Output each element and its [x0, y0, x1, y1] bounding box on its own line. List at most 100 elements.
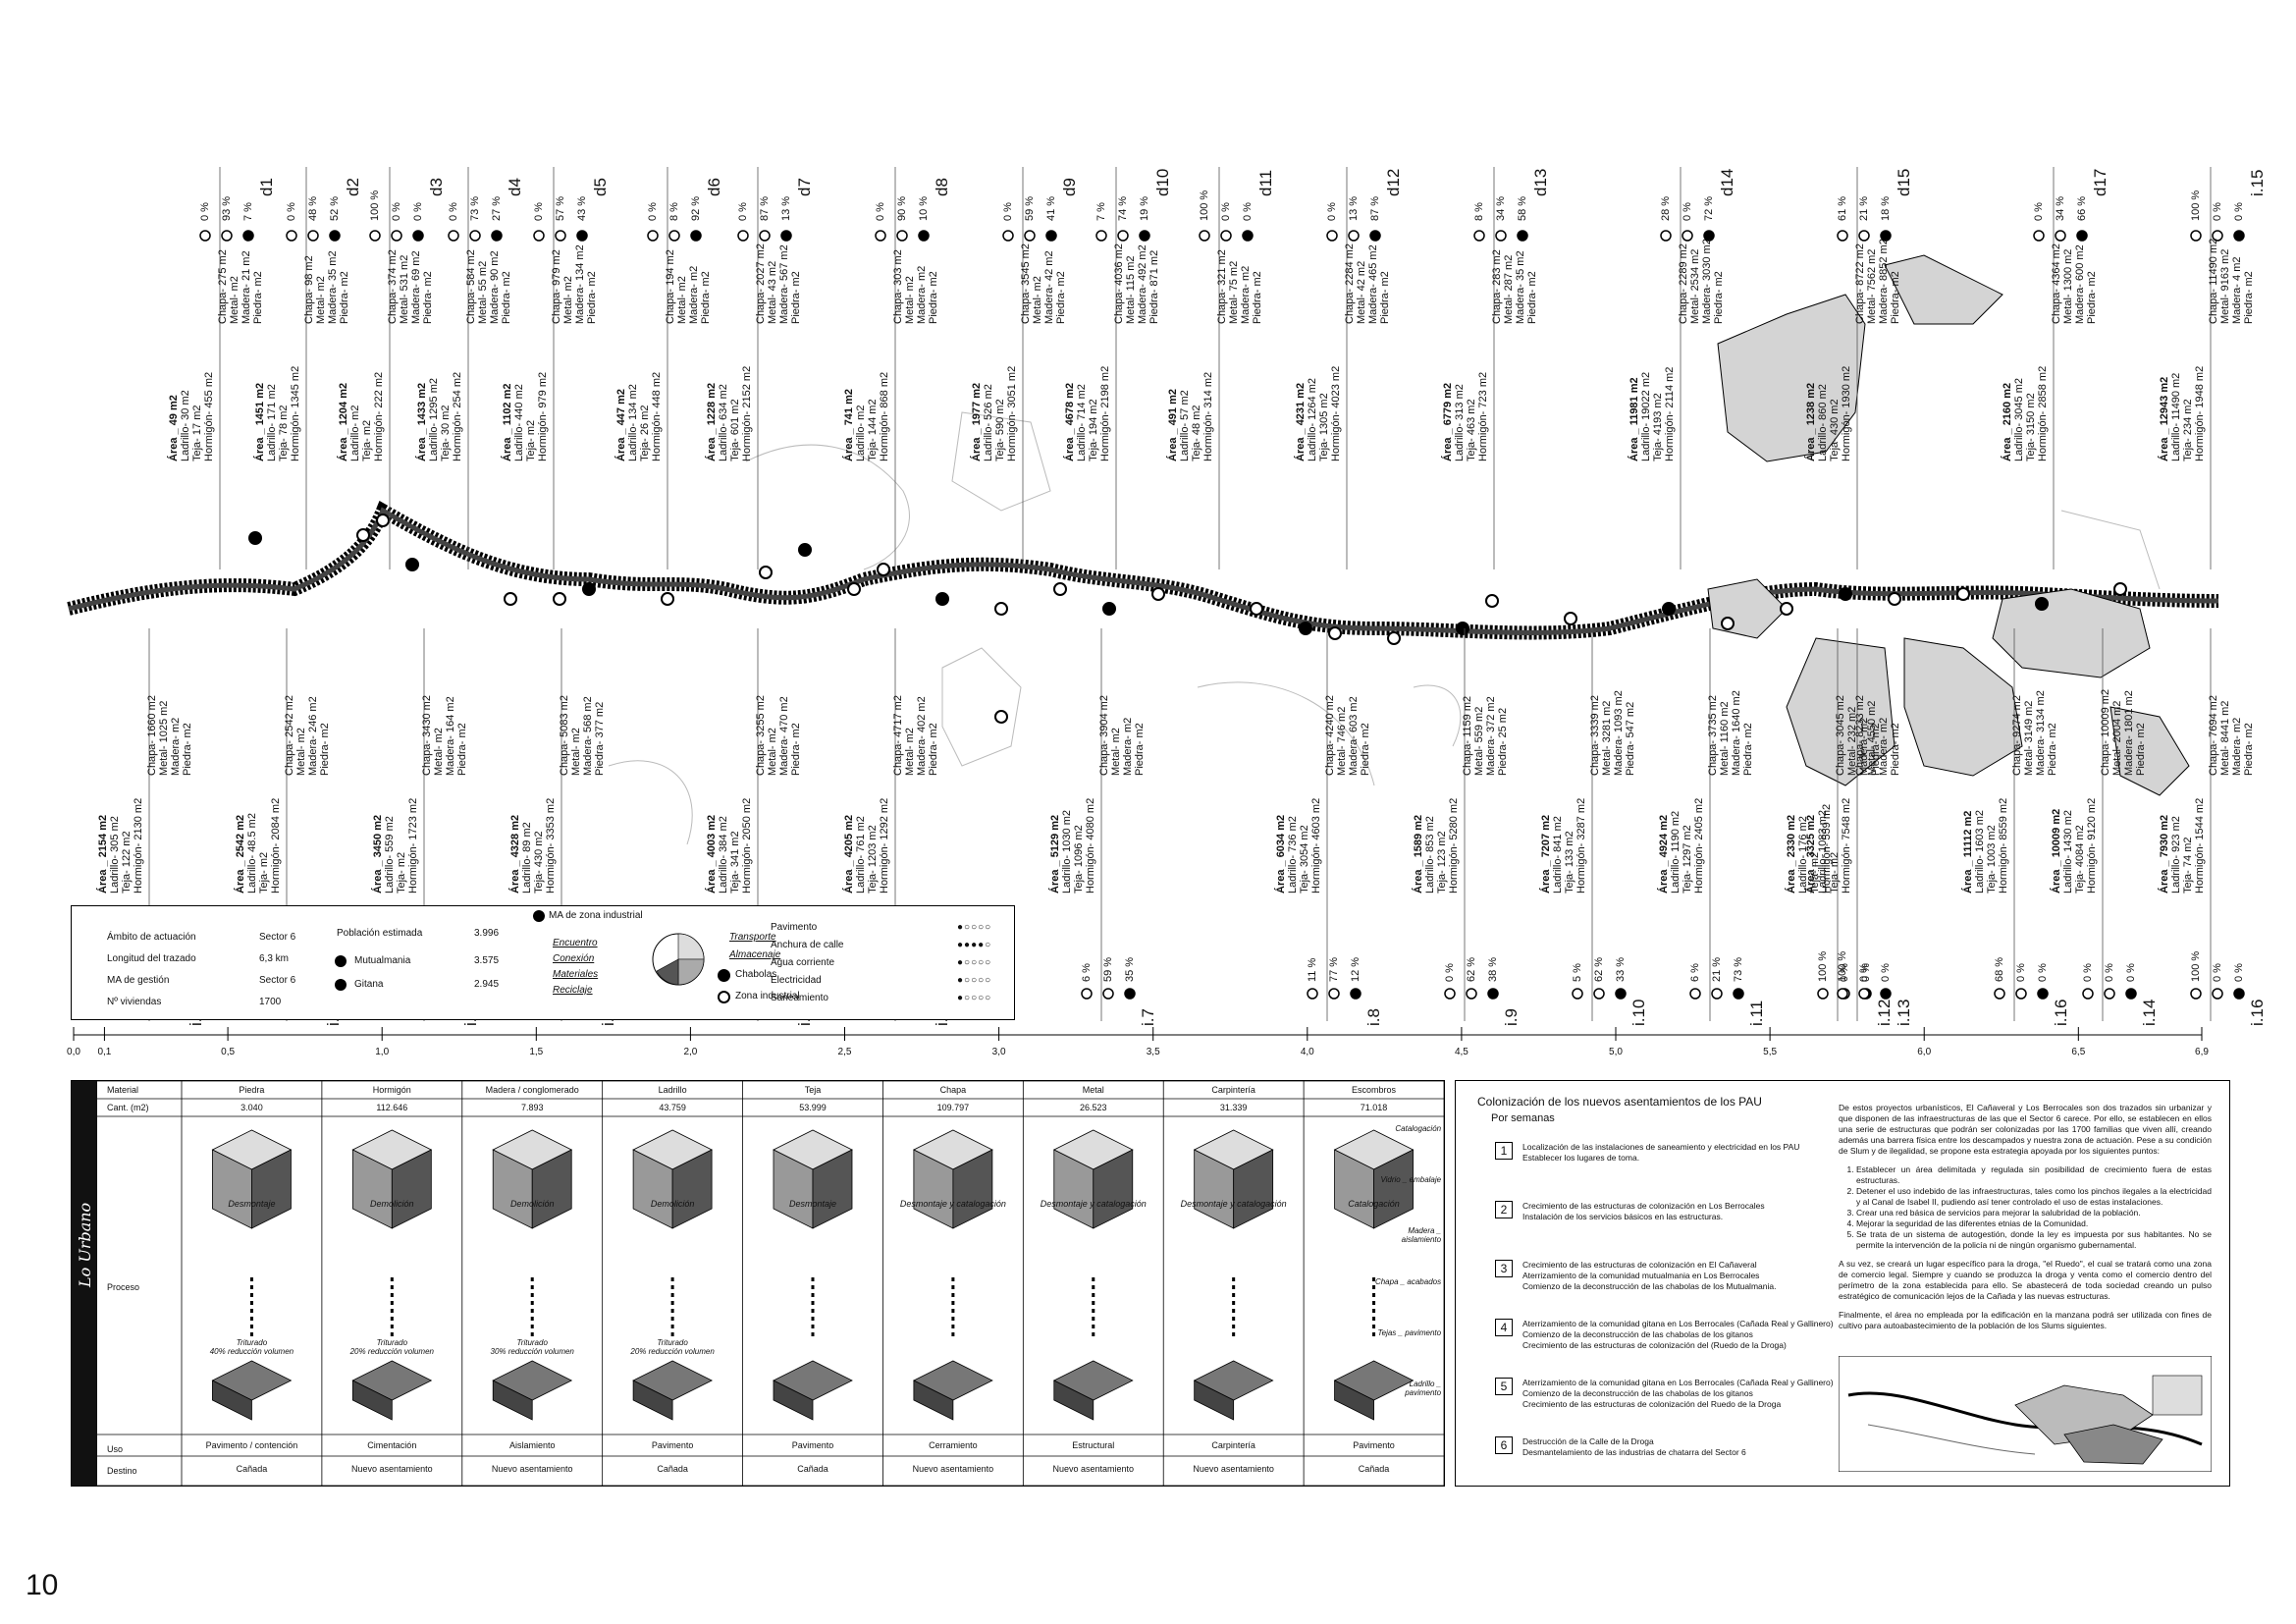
material-process-step: Desmontaje	[788, 1199, 836, 1209]
scale-tick-label: 3,0	[991, 1047, 1006, 1057]
chabola-marker	[1328, 626, 1342, 640]
sector-material: Teja- m2	[1829, 851, 1841, 893]
sector-material-icon	[2076, 230, 2088, 242]
sector-percentage: 34 %	[2055, 195, 2066, 221]
sector-area: Área _ 4205 m2	[843, 814, 855, 893]
sector-material-secondary: Metal- m2	[676, 276, 688, 324]
sector-material-secondary: Madera- 35 m2	[327, 250, 339, 324]
sector-area: Área _ 2330 m2	[1786, 814, 1797, 893]
chabolas-icon	[718, 969, 730, 982]
sector-material-icon	[307, 230, 319, 242]
sector-material-icon	[1858, 988, 1870, 1000]
chabola-marker	[1387, 631, 1401, 645]
sector-area: Área _ 1204 m2	[338, 382, 349, 461]
chabola-marker	[582, 582, 596, 596]
result-tile-side	[1334, 1380, 1374, 1421]
sector-material-secondary: Chapa- 1660 m2	[146, 695, 158, 776]
sector-percentage: 0 %	[391, 202, 402, 221]
sector-material: Ladrillo- 736 m2	[1287, 816, 1299, 893]
cube-right	[531, 1149, 572, 1229]
sector-percentage: 13 %	[1348, 195, 1360, 221]
sector-material-secondary: Piedra- 871 m2	[1148, 249, 1160, 324]
scale-tick-label: 5,5	[1763, 1047, 1778, 1057]
sector-material-icon	[647, 230, 659, 242]
sector-material-secondary: Metal- 2004 m2	[2111, 700, 2123, 776]
sector-material-secondary: Madera- 4 m2	[2231, 256, 2243, 324]
industrial-zone-5	[1786, 637, 1896, 786]
sector-material-secondary: Madera- 372 m2	[1485, 696, 1497, 776]
sector-percentage: 0 %	[2233, 202, 2245, 221]
sector-material-secondary: Chapa- 584 m2	[465, 249, 477, 324]
sector-material-icon	[329, 230, 341, 242]
sector-material-icon	[1139, 230, 1150, 242]
sector-material: Teja- 17 m2	[191, 405, 203, 461]
sector-material-secondary: Piedra- m2	[2243, 723, 2255, 776]
sector-material: Ladrillo- 48.5 m2	[246, 813, 258, 893]
sector-percentage: 100 %	[1199, 189, 1210, 221]
sector-material: Ladrillo- 305 m2	[109, 816, 121, 893]
sector-material-secondary: Piedra- m2	[456, 723, 468, 776]
sector-material-secondary: Madera- 35 m2	[1515, 250, 1526, 324]
sector-id: d5	[591, 178, 610, 196]
sector-material-icon	[1837, 230, 1848, 242]
sector-material-secondary: Piedra- m2	[2243, 271, 2255, 324]
cube-right	[952, 1149, 993, 1229]
sector-percentage: 100 %	[2190, 189, 2202, 221]
material-process-step: Demolición	[370, 1199, 414, 1209]
sector-material: Teja- 1305 m2	[1318, 393, 1330, 461]
sector-material-secondary: Metal- 43 m2	[767, 260, 778, 324]
sector-material: Ladrillo- 526 m2	[983, 384, 994, 461]
sector-material: Hormigón- 1292 m2	[879, 797, 890, 893]
phase-text: Aterrizamiento de la comunidad gitana en…	[1522, 1319, 1834, 1350]
sector-material-secondary: Madera- 567 m2	[778, 244, 790, 324]
sector-percentage: 34 %	[1495, 195, 1507, 221]
sector-material-secondary: Chapa- 10009 m2	[2100, 688, 2111, 776]
legend-info-value: 1700	[259, 997, 282, 1007]
sector-percentage: 0 %	[647, 202, 659, 221]
sector-material-icon	[286, 230, 297, 242]
sector-percentage: 18 %	[1880, 195, 1892, 221]
sector-percentage: 0 %	[412, 202, 424, 221]
scale-tick-label: 1,5	[529, 1047, 544, 1057]
chabola-marker	[553, 592, 566, 606]
sector-material-icon	[1466, 988, 1477, 1000]
sector-material-secondary: Metal- m2	[562, 276, 574, 324]
materials-table: Lo Urbano Material Cant. (m2) Proceso Us…	[71, 1080, 1445, 1487]
sector-material-icon	[737, 230, 749, 242]
sector-material-icon	[2233, 230, 2245, 242]
main-road-axis	[68, 507, 2219, 635]
sector-id: d8	[933, 178, 951, 196]
chabola-marker	[935, 592, 949, 606]
sector-percentage: 0 %	[2125, 963, 2137, 982]
material-destination: Nuevo asentamiento	[491, 1464, 573, 1474]
sector-percentage: 0 %	[1858, 963, 1870, 982]
row-label-material: Material	[107, 1085, 139, 1095]
sector-material-secondary: Madera- 246 m2	[307, 696, 319, 776]
sector-material: Hormigón- 2084 m2	[270, 797, 282, 893]
sector-percentage: 28 %	[1660, 195, 1672, 221]
sector-material-icon	[533, 230, 545, 242]
sector-material: Hormigón- 455 m2	[203, 371, 215, 461]
pie-label-almacenaje: Almacenaje	[729, 949, 781, 960]
sector-material-icon	[391, 230, 402, 242]
sector-material-secondary: Chapa- 1159 m2	[1462, 695, 1473, 776]
sector-material-secondary: Piedra- m2	[1713, 271, 1725, 324]
escombros-label: Ladrillo _ pavimento	[1405, 1380, 1442, 1397]
sector-material: Hormigón- 7548 m2	[1841, 797, 1852, 893]
sector-material: Hormigón- 2152 m2	[741, 365, 753, 461]
cube-right	[671, 1149, 713, 1229]
sector-material-icon	[1350, 988, 1362, 1000]
sector-material-secondary: Piedra- m2	[586, 271, 598, 324]
sector-percentage: 0 %	[2033, 202, 2045, 221]
sector-material-secondary: Piedra- m2	[1055, 271, 1067, 324]
sector-percentage: 100 %	[1837, 950, 1848, 982]
zona-industrial-icon	[718, 991, 730, 1003]
sector-material-icon	[1615, 988, 1627, 1000]
sector-material-secondary: Metal- m2	[295, 728, 307, 776]
material-quantity: 109.797	[936, 1103, 970, 1112]
sector-material-icon	[2104, 988, 2115, 1000]
legend-mutualmania-value: 3.575	[474, 955, 500, 966]
sector-material-icon	[1593, 988, 1605, 1000]
material-name: Chapa	[939, 1085, 967, 1095]
